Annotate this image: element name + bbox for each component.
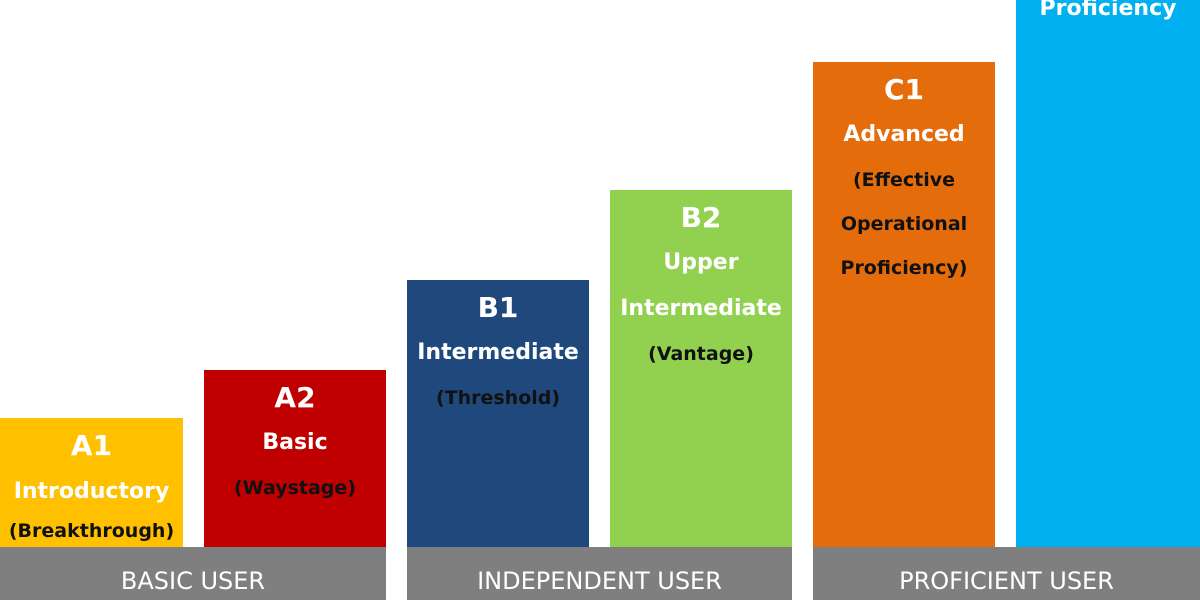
level-alt-name: (Breakthrough) (8, 520, 175, 542)
level-name: Upper (663, 250, 739, 275)
group-proficient-user: PROFICIENT USER (813, 547, 1200, 600)
level-code: B2 (680, 201, 722, 234)
level-alt-name: Operational (840, 213, 968, 235)
level-c2-bar: Proficiency (1016, 0, 1200, 547)
level-a2-bar: A2 Basic (Waystage) (204, 370, 386, 547)
level-b1-bar: B1 Intermediate (Threshold) (407, 280, 589, 547)
level-name: Advanced (843, 122, 965, 147)
group-independent-user: INDEPENDENT USER (407, 547, 792, 600)
level-a1-bar: A1 Introductory (Breakthrough) (0, 418, 183, 547)
level-b2-bar: B2 Upper Intermediate (Vantage) (610, 190, 792, 547)
level-name: Introductory (13, 479, 170, 504)
level-code: A2 (274, 381, 316, 414)
level-alt-name: Proficiency) (840, 257, 968, 279)
level-alt-name: (Waystage) (234, 477, 356, 499)
level-alt-name: (Effective (852, 169, 956, 191)
level-alt-name: (Vantage) (648, 343, 754, 365)
level-code: B1 (477, 291, 519, 324)
level-name: Basic (262, 430, 328, 455)
level-alt-name: (Threshold) (435, 387, 561, 409)
level-code: A1 (70, 429, 113, 462)
level-c1-bar: C1 Advanced (Effective Operational Profi… (813, 62, 995, 547)
level-name: Intermediate (620, 296, 782, 321)
level-name: Intermediate (417, 340, 579, 365)
level-code: C1 (883, 73, 925, 106)
level-name: Proficiency (1039, 0, 1177, 21)
group-basic-user: BASIC USER (0, 547, 386, 600)
